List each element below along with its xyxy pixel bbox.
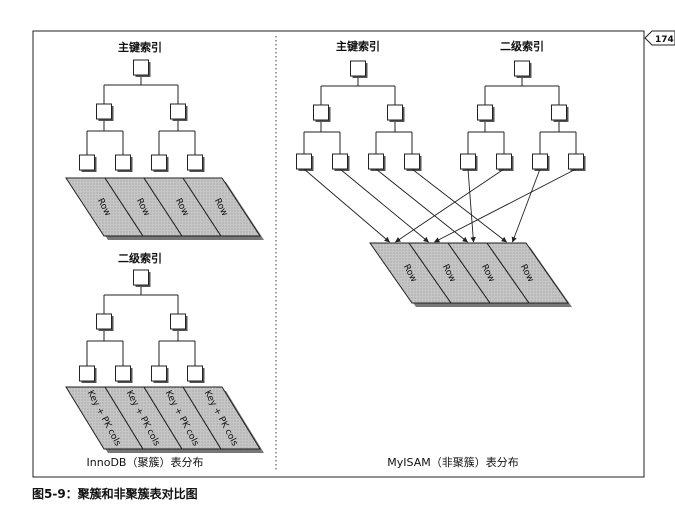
primary-pointer-arrow bbox=[375, 168, 468, 243]
page-number: 174 bbox=[655, 35, 674, 45]
tree-leaf-node bbox=[79, 365, 97, 383]
tree-root-node bbox=[514, 60, 532, 78]
secondary-pointer-arrow bbox=[434, 168, 577, 243]
left-panel-caption: InnoDB（聚簇）表分布 bbox=[87, 455, 204, 469]
right-secondary-index-label: 二级索引 bbox=[500, 39, 544, 53]
left-primary-index-tree bbox=[79, 59, 205, 172]
tree-leaf-node bbox=[187, 365, 205, 383]
tree-leaf-node bbox=[460, 153, 478, 171]
tree-internal-node bbox=[96, 103, 114, 121]
tree-internal-node bbox=[551, 104, 569, 122]
tree-internal-node bbox=[170, 313, 188, 331]
primary-pointer-arrow bbox=[339, 168, 429, 243]
tree-leaf-node bbox=[368, 153, 386, 171]
tree-internal-node bbox=[170, 103, 188, 121]
primary-pointer-arrow bbox=[411, 168, 507, 243]
figure-frame bbox=[32, 30, 645, 478]
tree-internal-node bbox=[313, 104, 331, 122]
right-secondary-index-tree bbox=[460, 60, 586, 171]
table-row-cell: Key + PK cols bbox=[143, 386, 222, 450]
tree-root-node bbox=[133, 269, 151, 287]
tree-internal-node bbox=[96, 313, 114, 331]
primary-pointer-arrow bbox=[303, 168, 390, 243]
tree-leaf-node bbox=[115, 365, 133, 383]
tree-leaf-node bbox=[296, 153, 314, 171]
tree-leaf-node bbox=[79, 154, 97, 172]
tree-leaf-node bbox=[151, 365, 169, 383]
tree-leaf-node bbox=[532, 153, 550, 171]
tree-internal-node bbox=[477, 104, 495, 122]
secondary-pointer-arrow bbox=[395, 168, 505, 243]
tree-leaf-node bbox=[496, 153, 514, 171]
page-number-tab: 174 bbox=[644, 30, 675, 46]
tree-root-node bbox=[133, 59, 151, 77]
table-row-cell: Row bbox=[143, 177, 222, 237]
tree-leaf-node bbox=[568, 153, 586, 171]
tree-leaf-node bbox=[187, 154, 205, 172]
left-secondary-index-label: 二级索引 bbox=[118, 251, 162, 265]
tree-internal-node bbox=[387, 104, 405, 122]
table-row-cell: Row bbox=[182, 177, 261, 237]
tree-root-node bbox=[350, 60, 368, 78]
table-row-cell: Row bbox=[486, 242, 569, 304]
tree-leaf-node bbox=[151, 154, 169, 172]
tree-leaf-node bbox=[404, 153, 422, 171]
figure-caption: 图5-9：聚簇和非聚簇表对比图 bbox=[32, 486, 198, 501]
right-panel-caption: MyISAM（非聚簇）表分布 bbox=[387, 455, 518, 469]
table-row-cell: Row bbox=[408, 242, 491, 304]
tree-leaf-node bbox=[115, 154, 133, 172]
tree-leaf-node bbox=[332, 153, 350, 171]
right-primary-index-tree bbox=[296, 60, 422, 171]
secondary-pointer-arrow bbox=[467, 168, 476, 243]
left-secondary-index-tree bbox=[79, 269, 205, 383]
right-index-pointers bbox=[303, 168, 577, 243]
right-primary-index-label: 主键索引 bbox=[336, 39, 380, 53]
secondary-pointer-arrow bbox=[511, 168, 541, 243]
left-primary-index-label: 主键索引 bbox=[118, 40, 162, 54]
